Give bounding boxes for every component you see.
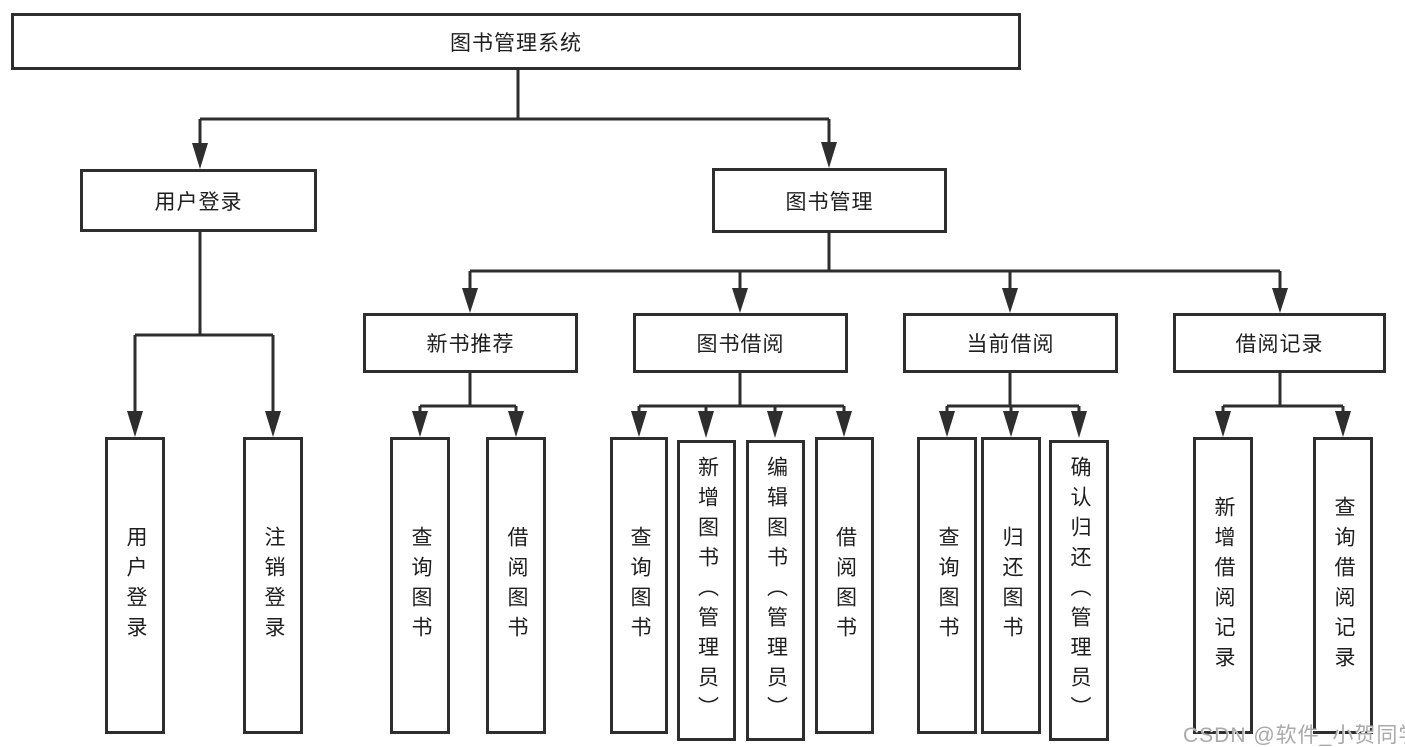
node-label: 当前借阅 [966,333,1055,356]
node-label: 确认归还（管理员） [1068,455,1091,726]
node-new-book-recommend: 新书推荐 [363,313,578,373]
node-query-books-borrow: 查询图书 [610,437,668,734]
node-query-books-recommend: 查询图书 [390,437,450,734]
node-query-books-current: 查询图书 [917,437,977,734]
node-borrow-books-recommend: 借阅图书 [486,437,546,734]
node-label: 查询图书 [936,525,959,646]
node-user-login: 用户登录 [80,169,317,232]
node-label: 编辑图书（管理员） [764,455,788,726]
node-book-borrowing: 图书借阅 [633,313,848,373]
node-add-book-admin: 新增图书（管理员） [677,440,736,741]
node-label: 查询图书 [409,525,432,646]
node-label: 查询图书 [628,525,651,646]
node-label: 归还图书 [1000,525,1023,646]
node-return-books: 归还图书 [981,437,1041,734]
node-label: 用户登录 [124,525,147,646]
node-label: 借阅记录 [1235,333,1324,356]
node-confirm-return-admin: 确认归还（管理员） [1049,440,1109,741]
node-label: 用户登录 [154,190,243,214]
node-add-borrow-record: 新增借阅记录 [1193,437,1253,734]
watermark-text: CSDN @软件_小贺同学 [1183,724,1405,747]
node-logout: 注销登录 [243,437,303,734]
node-library-system: 图书管理系统 [11,13,1021,70]
node-borrow-books-leaf: 借阅图书 [815,437,874,734]
node-current-borrowing: 当前借阅 [903,313,1118,373]
node-label: 图书管理 [785,190,874,214]
node-book-management: 图书管理 [712,168,947,233]
node-label: 新书推荐 [426,333,515,356]
node-label: 查询借阅记录 [1332,495,1355,676]
node-edit-book-admin: 编辑图书（管理员） [746,440,805,741]
node-label: 借阅图书 [505,525,528,646]
node-label: 图书管理系统 [450,31,582,55]
node-query-borrow-record: 查询借阅记录 [1313,437,1373,734]
node-label: 新增借阅记录 [1212,495,1235,676]
node-label: 注销登录 [262,525,285,646]
node-label: 借阅图书 [833,525,857,646]
node-label: 图书借阅 [696,333,785,356]
node-borrowing-records: 借阅记录 [1173,313,1386,373]
node-label: 新增图书（管理员） [695,455,719,726]
node-user-login-leaf: 用户登录 [105,437,165,734]
